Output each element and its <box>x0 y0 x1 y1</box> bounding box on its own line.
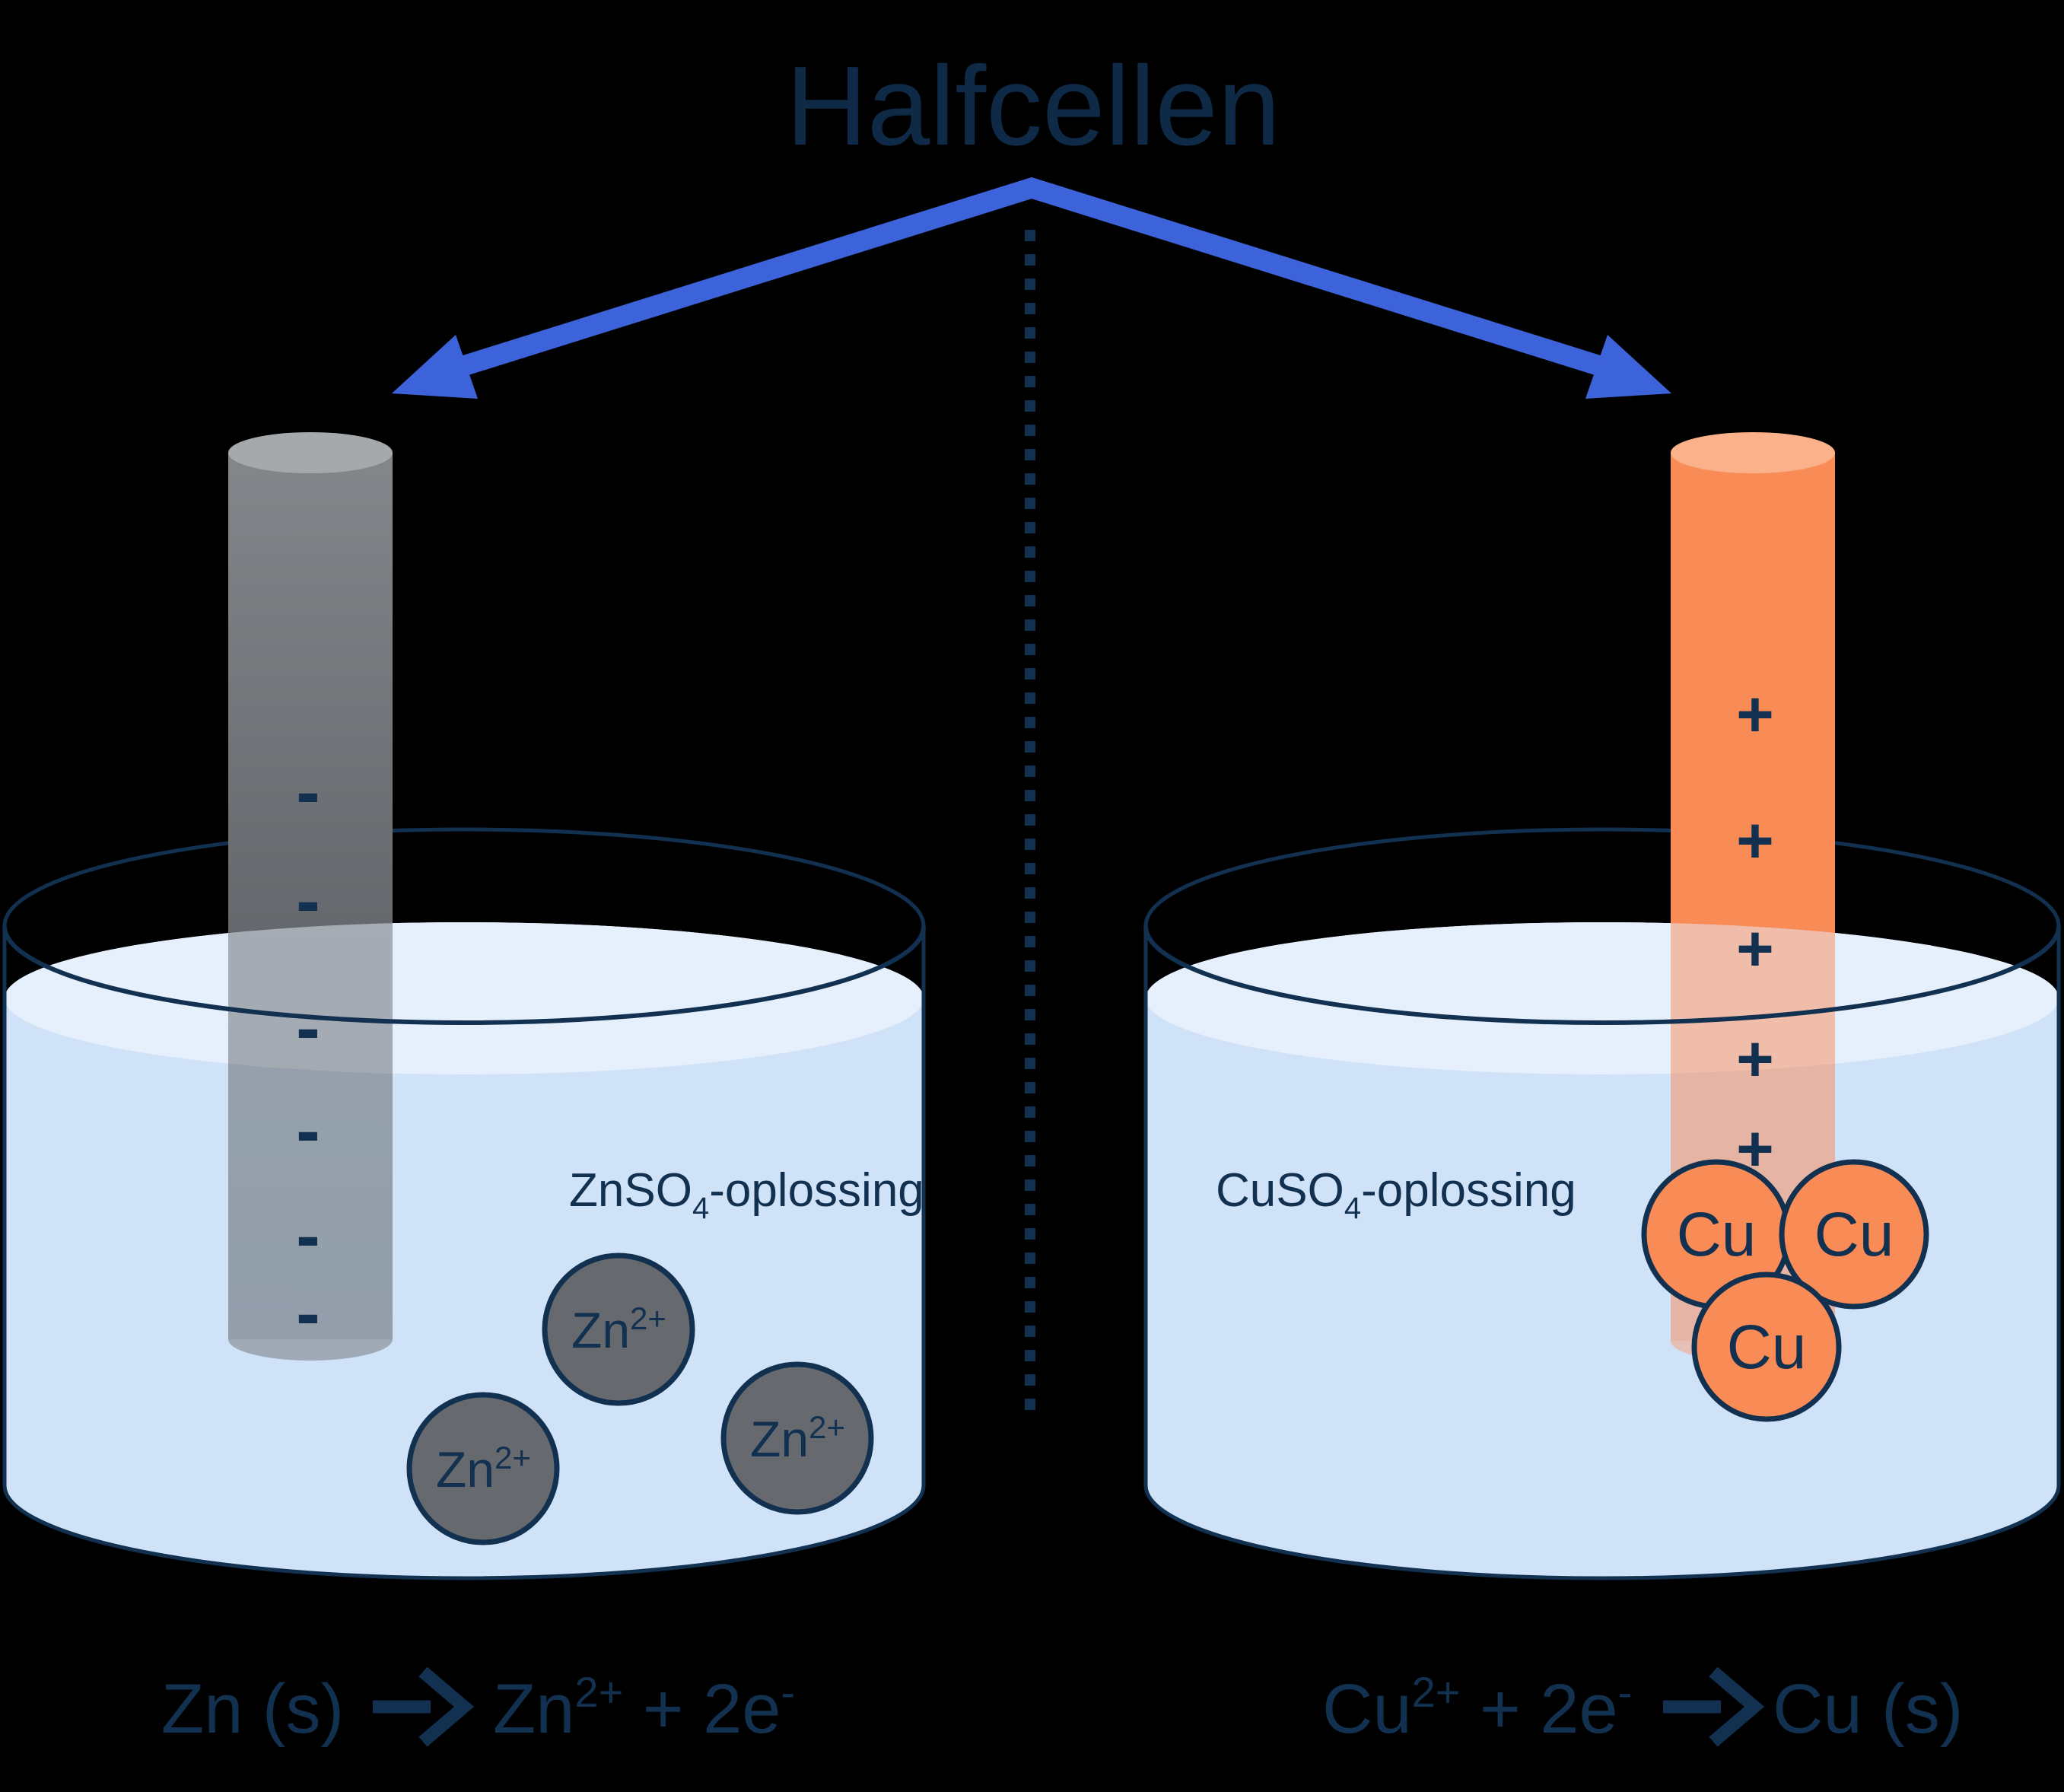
left-beaker-walls <box>2 926 926 1580</box>
zinc-electrode-top-cap <box>228 432 393 473</box>
left-half-cell: - - - - - - ZnSO4-oplossing Zn2+ Zn2+ Zn… <box>2 432 926 1748</box>
zinc-electrode-body <box>228 453 393 1339</box>
right-body-overlay <box>1146 998 2059 1578</box>
equation-reactants: Cu2+ + 2e- <box>1322 1668 1632 1748</box>
minus-charge-symbol: - <box>296 1273 320 1354</box>
zinc-ion-symbol: Zn <box>436 1441 495 1498</box>
copper-atom-label: Cu <box>1814 1200 1894 1269</box>
title-pointer-arrows <box>392 177 1671 399</box>
zinc-oxidation-equation: Zn (s) Zn2+ + 2e- <box>161 1666 795 1748</box>
copper-electrode-top-cap <box>1671 432 1835 473</box>
plus-charge-symbol: + <box>1736 679 1774 751</box>
copper-atom-label: Cu <box>1727 1313 1807 1382</box>
zinc-ion-charge: 2+ <box>630 1300 666 1336</box>
equation-electrons: + 2e <box>623 1670 781 1748</box>
left-beaker-rim-front <box>2 925 926 1025</box>
copper-solution-label-suffix: -oplossing <box>1361 1164 1576 1217</box>
zinc-ion-symbol: Zn <box>571 1302 630 1358</box>
copper-electrode-charge-marks: + + + + + <box>1736 679 1774 1186</box>
zinc-solution-label-subscript: 4 <box>692 1192 709 1225</box>
zinc-ion-charge: 2+ <box>495 1440 531 1475</box>
copper-atom-circle <box>1779 1159 1929 1310</box>
zinc-ion-charge: 2+ <box>809 1409 845 1445</box>
zinc-ions: Zn2+ Zn2+ Zn2+ <box>406 1252 874 1545</box>
zinc-electrode <box>228 432 393 1361</box>
equation-reactant: Zn (s) <box>161 1670 344 1748</box>
zinc-electrode-charge-marks: - - - - - - <box>296 752 320 1354</box>
copper-atom-circle <box>1691 1272 1842 1422</box>
equation-electrons: + 2e <box>1460 1670 1617 1748</box>
reaction-arrow-icon <box>373 1666 475 1747</box>
zinc-ion-circle <box>542 1252 695 1406</box>
equation-product-base: Zn <box>493 1670 574 1748</box>
equation-reactant-charge: 2+ <box>1412 1668 1461 1716</box>
copper-solution-label-subscript: 4 <box>1344 1192 1361 1225</box>
reaction-arrow-icon <box>1663 1666 1765 1747</box>
minus-charge-symbol: - <box>296 988 320 1068</box>
plus-charge-symbol: + <box>1736 805 1774 877</box>
zinc-solution-label-base: ZnSO <box>569 1164 692 1217</box>
plus-charge-symbol: + <box>1736 1023 1774 1096</box>
left-surface-overlay <box>5 922 924 1074</box>
plus-charge-symbol: + <box>1736 913 1774 985</box>
zinc-ion-label: Zn2+ <box>571 1300 666 1358</box>
copper-atoms: Cu Cu Cu <box>1641 1159 1929 1422</box>
right-beaker-walls <box>1143 926 2061 1580</box>
zinc-ion-symbol: Zn <box>750 1411 809 1467</box>
zinc-ion-circle <box>720 1361 874 1515</box>
equation-electron-charge: - <box>1618 1668 1633 1716</box>
zinc-ion-label: Zn2+ <box>436 1440 531 1498</box>
equation-electron-charge: - <box>781 1668 795 1716</box>
zinc-ion-label: Zn2+ <box>750 1409 845 1467</box>
copper-solution-label-base: CuSO <box>1216 1164 1344 1217</box>
left-arrowhead-icon <box>392 335 478 399</box>
right-surface-overlay <box>1146 922 2059 1074</box>
zinc-solution-label: ZnSO4-oplossing <box>569 1164 924 1225</box>
zinc-ion-circle <box>406 1392 560 1545</box>
copper-reduction-equation: Cu2+ + 2e- Cu (s) <box>1322 1666 1963 1748</box>
equation-product: Cu (s) <box>1773 1670 1963 1748</box>
zinc-electrode-bottom-cap <box>228 1339 393 1361</box>
right-half-cell: + + + + + CuSO4-oplossing Cu Cu Cu Cu2+ … <box>1143 432 2061 1748</box>
minus-charge-symbol: - <box>296 752 320 832</box>
equation-products: Zn2+ + 2e- <box>493 1668 795 1748</box>
right-arrowhead-icon <box>1585 335 1671 399</box>
copper-solution-label: CuSO4-oplossing <box>1216 1164 1576 1225</box>
left-body-overlay <box>5 998 924 1578</box>
minus-charge-symbol: - <box>296 861 320 941</box>
copper-atom-label: Cu <box>1677 1200 1757 1269</box>
arrow-shafts <box>462 177 1601 375</box>
right-beaker-rim-front <box>1143 925 2061 1025</box>
equation-reactant-base: Cu <box>1322 1670 1412 1748</box>
minus-charge-symbol: - <box>296 1195 320 1276</box>
page-title: Halfcellen <box>786 43 1280 169</box>
zinc-solution-label-suffix: -oplossing <box>709 1164 924 1217</box>
equation-product-charge: 2+ <box>574 1668 623 1716</box>
minus-charge-symbol: - <box>296 1090 320 1171</box>
